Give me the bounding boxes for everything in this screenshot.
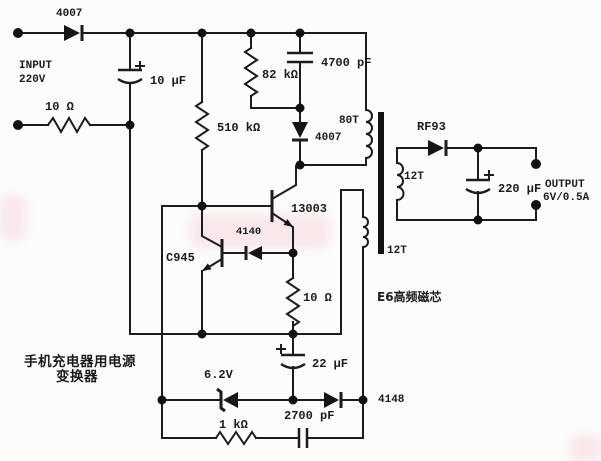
input-label-line2: 220V [19, 74, 46, 86]
wires [17, 32, 537, 439]
base-resistor-label: 1 kΩ [219, 418, 248, 432]
protect-diode-label: 4140 [236, 226, 261, 238]
transformer-primary-winding [364, 108, 373, 160]
core-label: E6高频磁芯 [377, 289, 442, 304]
startup-resistor-label: 510 kΩ [217, 121, 260, 135]
snubber-diode-symbol [292, 122, 308, 142]
emitter-resistor-label: 10 Ω [303, 291, 332, 305]
caption-line2: 变换器 [56, 368, 98, 385]
snubber-resistor-label: 82 kΩ [262, 68, 298, 82]
protect-transistor-symbol [202, 239, 225, 271]
output-label-line1: OUTPUT [545, 179, 585, 191]
zener-label: 6.2V [204, 368, 234, 382]
snubber-diode-label: 4007 [315, 132, 341, 144]
base-cap-symbol [297, 428, 309, 448]
watermark-smudge [0, 196, 601, 461]
electrolytic-cap-symbol [276, 344, 306, 370]
output-terminals [531, 159, 541, 210]
snubber-cap-label: 4700 pF [321, 56, 371, 70]
input-diode-label: 4007 [56, 8, 82, 20]
output-diode-symbol [428, 140, 448, 156]
transformer-feedback-winding [361, 215, 369, 249]
protect-transistor-label: C945 [166, 251, 195, 265]
input-resistor-symbol [46, 115, 92, 135]
secondary-turns-label: 12T [404, 171, 424, 183]
caption-line1: 手机充电器用电源 [24, 353, 136, 370]
transformer-secondary-winding [395, 161, 405, 202]
output-diode-label: RF93 [417, 120, 446, 134]
snubber-resistor-symbol [243, 46, 259, 98]
input-diode-symbol [64, 25, 84, 41]
output-label-line2: 6V/0.5A [543, 192, 590, 204]
snubber-cap-symbol [287, 51, 313, 64]
emitter-resistor-symbol [285, 276, 301, 328]
filter-cap-symbol [117, 61, 145, 85]
switch-transistor-symbol [270, 190, 293, 227]
base-cap-label: 2700 pF [284, 409, 334, 423]
transformer-core [378, 112, 384, 254]
protect-diode-symbol [244, 246, 262, 260]
input-terminals [13, 28, 23, 130]
feedback-diode-label: 4148 [378, 394, 405, 406]
input-label-line1: INPUT [19, 60, 52, 72]
output-cap-symbol [465, 170, 494, 195]
input-resistor-label: 10 Ω [45, 100, 74, 114]
electrolytic-cap-label: 22 µF [312, 357, 348, 371]
zener-diode-symbol [216, 387, 238, 413]
switch-transistor-label: 13003 [291, 202, 327, 216]
junction-dots [125, 28, 483, 405]
base-resistor-symbol [214, 430, 258, 446]
startup-resistor-symbol [194, 100, 210, 152]
output-cap-label: 220 µF [498, 182, 541, 196]
filter-cap-label: 10 µF [150, 74, 186, 88]
primary-turns-label: 80T [339, 115, 359, 127]
feedback-turns-label: 12T [387, 245, 407, 257]
feedback-diode-symbol [324, 392, 343, 408]
